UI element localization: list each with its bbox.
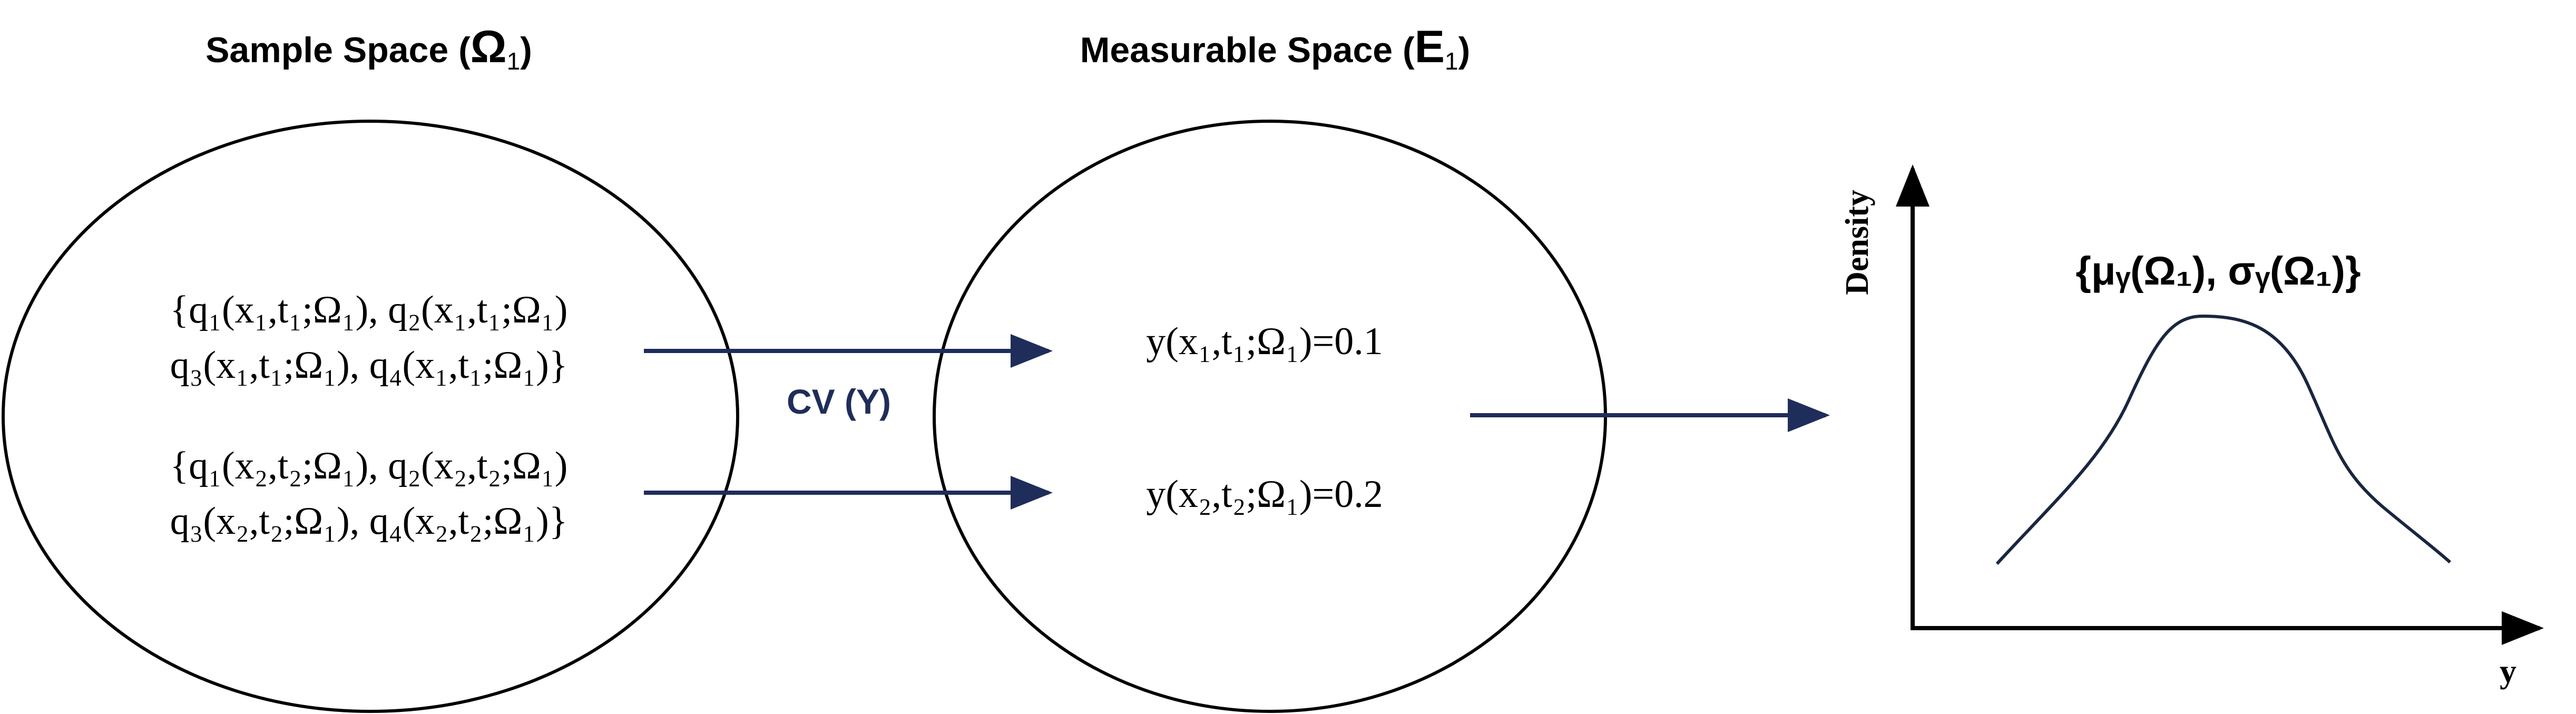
measurable-value-1: y(x₁,t₁;Ω₁)=0.1	[1146, 320, 1383, 363]
density-stats-label: {μᵧ(Ω₁), σᵧ(Ω₁)}	[2075, 249, 2360, 294]
sample-space-title: Sample Space (Ω1)	[205, 22, 532, 75]
sample-set-2-line-2: q₃(x₂,t₂;Ω₁), q₄(x₂,t₂;Ω₁)}	[170, 500, 568, 543]
sample-set-1-line-2: q₃(x₁,t₁;Ω₁), q₄(x₁,t₁;Ω₁)}	[170, 344, 568, 387]
sample-space-ellipse	[2, 120, 739, 713]
density-curve	[1995, 314, 2452, 565]
sample-set-1-line-1: {q₁(x₁,t₁;Ω₁), q₂(x₁,t₁;Ω₁)	[170, 288, 568, 331]
sample-set-2-line-1: {q₁(x₂,t₂;Ω₁), q₂(x₂,t₂;Ω₁)	[170, 444, 568, 487]
density-y-label: Density	[1839, 190, 1875, 295]
measurable-value-2: y(x₂,t₂;Ω₁)=0.2	[1146, 473, 1383, 516]
density-x-label: y	[2500, 652, 2516, 690]
measurable-space-title: Measurable Space (E1)	[1080, 22, 1471, 75]
cv-label: CV (Y)	[787, 382, 891, 421]
